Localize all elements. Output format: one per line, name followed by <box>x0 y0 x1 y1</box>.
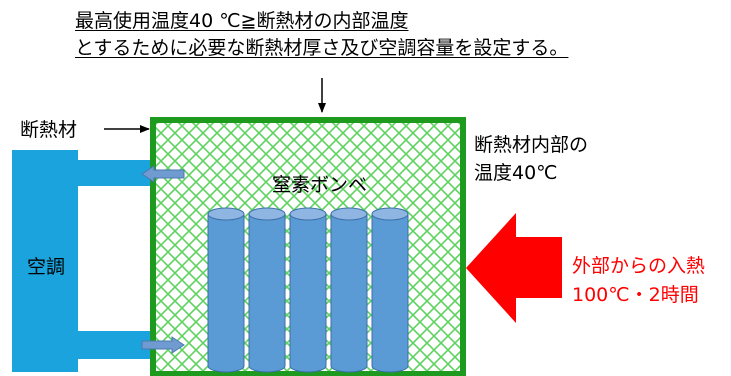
cold-air-outlet-arrow <box>141 165 185 183</box>
external-heat-label-line-2: 100℃・2時間 <box>572 284 699 306</box>
return-air-inlet-arrow <box>141 336 185 354</box>
inner-temp-label-line-2: 温度40℃ <box>474 162 558 184</box>
nitrogen-cylinder <box>330 207 368 373</box>
title-line-1: 最高使用温度40 ℃≧断熱材の内部温度 <box>75 10 409 32</box>
external-heat-label-line-1: 外部からの入熱 <box>572 255 706 277</box>
air-conditioner-unit <box>12 150 152 372</box>
nitrogen-cylinder-group <box>207 207 409 373</box>
nitrogen-cylinder <box>207 207 245 373</box>
external-heat-arrow <box>466 213 562 323</box>
nitrogen-cylinder-label: 窒素ボンベ <box>272 174 368 196</box>
nitrogen-cylinder <box>289 207 327 373</box>
title-line-2: とするために必要な断熱材厚さ及び空調容量を設定する。 <box>75 37 569 59</box>
insulation-label: 断熱材 <box>20 119 78 141</box>
nitrogen-cylinder <box>371 207 409 373</box>
nitrogen-cylinder <box>248 207 286 373</box>
inner-temp-label-line-1: 断熱材内部の <box>474 134 589 156</box>
air-conditioner-label: 空調 <box>27 256 66 278</box>
